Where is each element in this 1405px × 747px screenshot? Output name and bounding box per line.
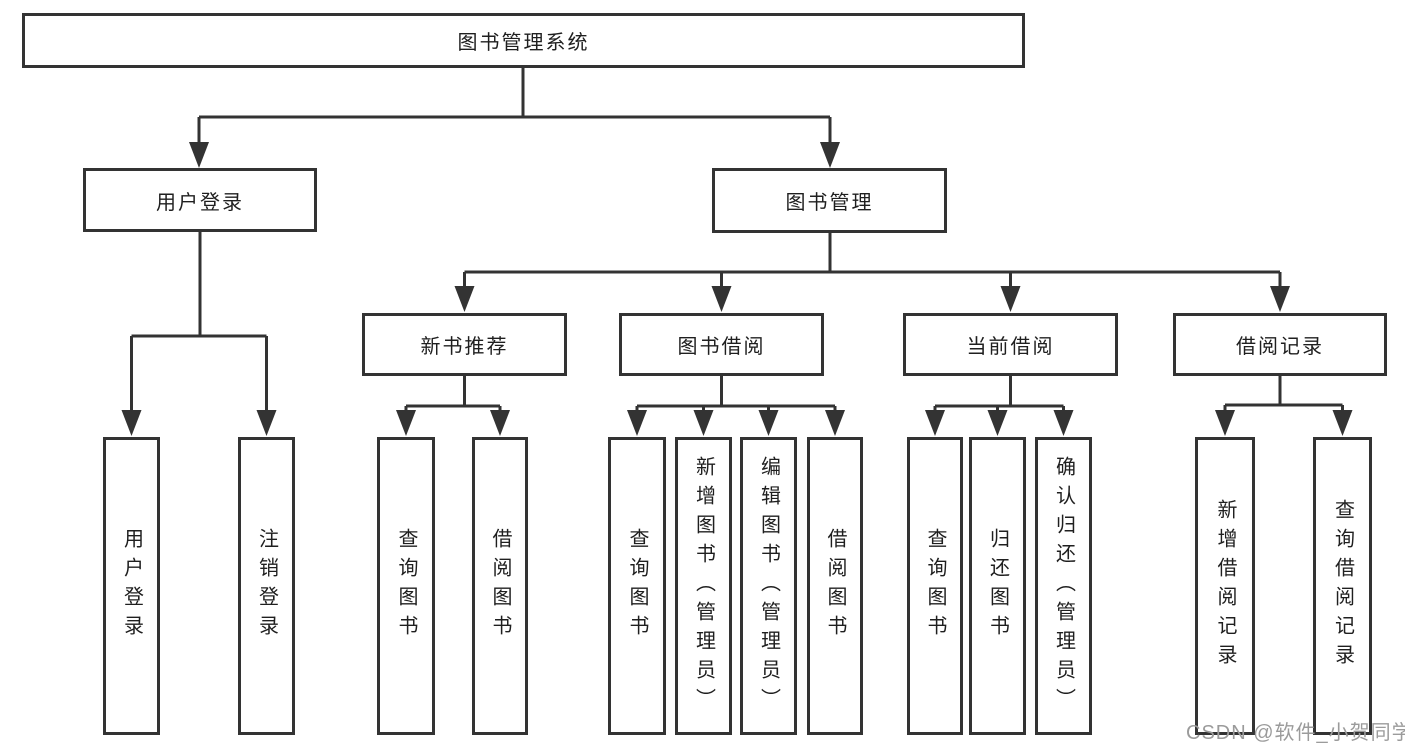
leaf-recommend-query-books: 查询图书 — [377, 437, 435, 735]
node-borrow-records: 借阅记录 — [1173, 313, 1387, 376]
arrow-down-icon — [820, 142, 840, 168]
arrow-down-icon — [693, 410, 714, 436]
node-current-borrow: 当前借阅 — [903, 313, 1118, 376]
node-label: 当前借阅 — [966, 336, 1055, 358]
node-label: 用户登录 — [120, 528, 143, 644]
arrow-down-icon — [1053, 410, 1074, 436]
node-label: 图书管理 — [785, 192, 874, 214]
arrow-down-icon — [256, 410, 277, 436]
arrow-down-icon — [454, 286, 475, 312]
csdn-watermark: CSDN @软件_小贺同学 — [1186, 722, 1405, 744]
leaf-current-query-books: 查询图书 — [907, 437, 963, 735]
arrow-down-icon — [189, 142, 209, 168]
arrow-down-icon — [711, 286, 732, 312]
node-label: 查询图书 — [924, 528, 946, 644]
leaf-borrow-edit-books: 编辑图书（管理员） — [740, 437, 797, 735]
leaf-records-add-record: 新增借阅记录 — [1195, 437, 1255, 735]
arrow-down-icon — [121, 410, 142, 436]
leaf-borrow-add-books: 新增图书（管理员） — [675, 437, 732, 735]
node-label: 查询借阅记录 — [1331, 499, 1354, 673]
arrow-down-icon — [396, 410, 416, 436]
node-label: 确认归还（管理员） — [1052, 455, 1075, 717]
arrow-down-icon — [1332, 410, 1353, 436]
arrow-down-icon — [1270, 286, 1290, 312]
node-label: 图书管理系统 — [457, 32, 590, 54]
node-label: 图书借阅 — [677, 336, 766, 358]
arrow-down-icon — [627, 410, 647, 436]
leaf-logout: 注销登录 — [238, 437, 295, 735]
node-user-login: 用户登录 — [83, 168, 317, 232]
node-label: 查询图书 — [395, 528, 417, 644]
node-library-system: 图书管理系统 — [22, 13, 1025, 68]
node-label: 归还图书 — [986, 528, 1009, 644]
arrow-down-icon — [825, 410, 845, 436]
arrow-down-icon — [1000, 286, 1021, 312]
leaf-borrow-query-books: 查询图书 — [608, 437, 666, 735]
node-label: 新增图书（管理员） — [692, 455, 715, 717]
leaf-records-query-record: 查询借阅记录 — [1313, 437, 1372, 735]
arrow-down-icon — [490, 410, 510, 436]
arrow-down-icon — [925, 410, 945, 436]
node-label: 查询图书 — [626, 528, 648, 644]
leaf-borrow-borrow-books: 借阅图书 — [807, 437, 863, 735]
leaf-user-login: 用户登录 — [103, 437, 160, 735]
node-label: 编辑图书（管理员） — [757, 455, 780, 717]
node-label: 注销登录 — [255, 528, 278, 644]
leaf-current-return-books: 归还图书 — [969, 437, 1026, 735]
arrow-down-icon — [987, 410, 1008, 436]
node-label: 借阅图书 — [824, 528, 846, 644]
arrow-down-icon — [758, 410, 779, 436]
leaf-recommend-borrow-books: 借阅图书 — [472, 437, 528, 735]
node-label: 借阅图书 — [489, 528, 511, 644]
node-label: 新书推荐 — [420, 336, 509, 358]
node-book-management: 图书管理 — [712, 168, 947, 233]
leaf-current-confirm-return: 确认归还（管理员） — [1035, 437, 1092, 735]
node-label: 借阅记录 — [1236, 336, 1324, 358]
node-label: 用户登录 — [156, 191, 244, 214]
arrow-down-icon — [1215, 410, 1235, 436]
node-label: 新增借阅记录 — [1214, 499, 1236, 673]
node-new-book-recommend: 新书推荐 — [362, 313, 567, 376]
node-book-borrow: 图书借阅 — [619, 313, 824, 376]
